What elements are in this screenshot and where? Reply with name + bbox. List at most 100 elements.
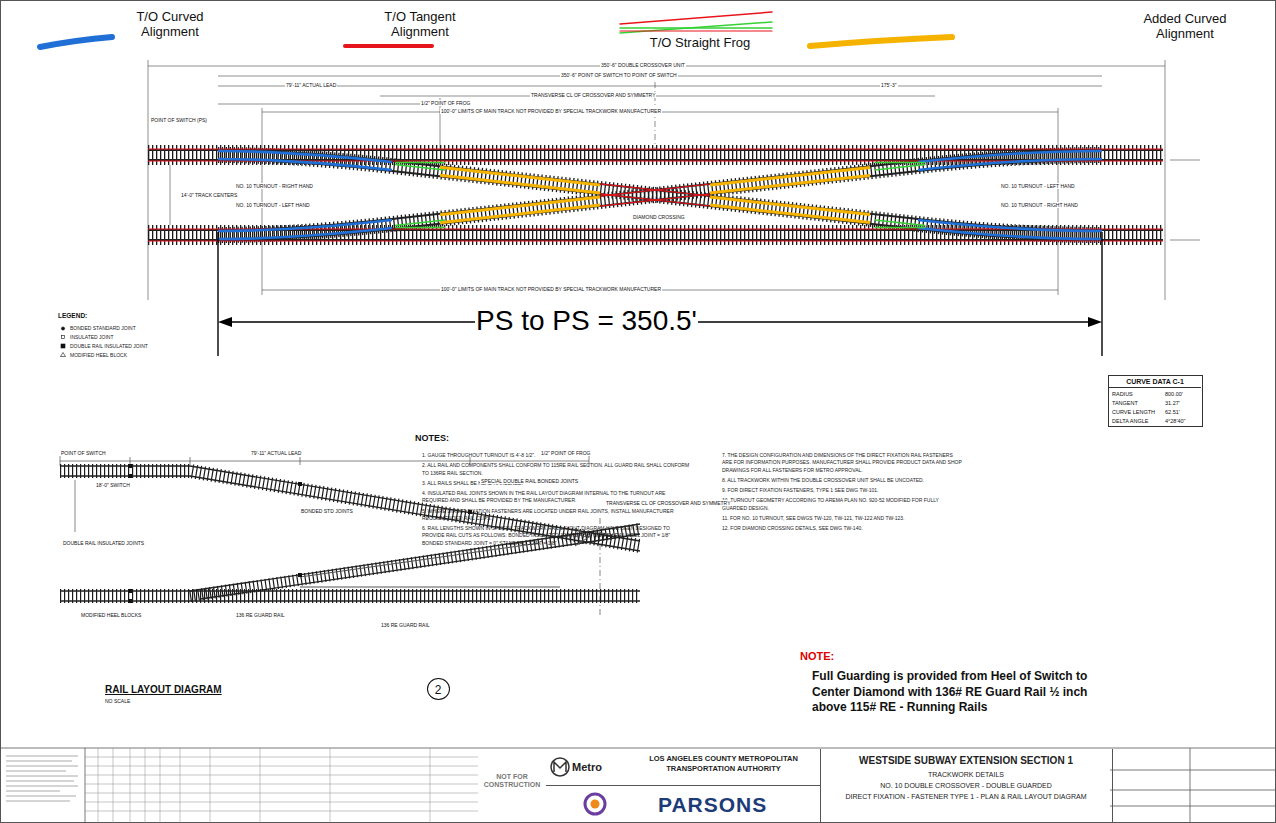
legend-heading: LEGEND: bbox=[58, 312, 87, 320]
note-text: Full Guarding is provided from Heel of S… bbox=[812, 669, 1112, 716]
rail-layout-diagram-part-part bbox=[60, 600, 640, 601]
curved-alignment-part bbox=[218, 159, 392, 170]
turnout-label: NO. 10 TURNOUT - LEFT HAND bbox=[1000, 183, 1076, 189]
title-block-part-part bbox=[180, 748, 181, 823]
legend-samples-part bbox=[40, 37, 112, 47]
title-block-part-part bbox=[6, 781, 74, 782]
legend-samples-part bbox=[620, 12, 772, 24]
table-cell: 800.00' bbox=[1165, 391, 1183, 398]
table-cell: DELTA ANGLE bbox=[1112, 418, 1148, 425]
legend-text: BONDED STANDARD JOINT bbox=[70, 325, 136, 331]
ties bbox=[148, 155, 1163, 235]
rails-part bbox=[218, 160, 1102, 240]
tangent-alignment-part bbox=[600, 194, 710, 206]
curve-data-table: CURVE DATA C-1RADIUS800.00'TANGENT31.27'… bbox=[1108, 375, 1203, 427]
title-block-part-part bbox=[85, 775, 478, 776]
added-curved-alignment-part bbox=[440, 167, 600, 185]
title-text: NO. 10 DOUBLE CROSSOVER - DOUBLE GUARDED bbox=[821, 782, 1111, 790]
title-block-part-part bbox=[85, 757, 478, 758]
dimension-text: 350'-6" DOUBLE CROSSOVER UNIT bbox=[600, 62, 686, 68]
dimension-text: PS to PS = 350.5' bbox=[475, 304, 698, 338]
added-curved-alignment-part bbox=[710, 205, 870, 223]
note-text: 12. FOR DIAMOND CROSSING DETAILS, SEE DW… bbox=[722, 525, 962, 532]
rail-layout-diagram-part-part bbox=[300, 543, 540, 577]
dimension-text: TRANSVERSE CL OF CROSSOVER AND SYMMETRY bbox=[530, 92, 656, 98]
note-text: 7. THE DESIGN CONFIGURATION AND DIMENSIO… bbox=[722, 452, 962, 474]
straight-frog-part bbox=[875, 227, 925, 228]
note-text: 10. TURNOUT GEOMETRY ACCORDING TO AREMA … bbox=[722, 497, 962, 512]
straight-frog bbox=[395, 163, 925, 228]
straight-frog-part bbox=[875, 220, 925, 226]
title-block-part-part bbox=[6, 796, 76, 797]
legend-symbols-part bbox=[61, 344, 65, 348]
legend-samples-part bbox=[345, 44, 432, 48]
curved-alignment-part bbox=[918, 220, 1102, 231]
straight-frog-part bbox=[395, 162, 445, 163]
dimension-text: 1/2" POINT OF FROG bbox=[420, 100, 471, 106]
callout-number: 2 bbox=[428, 683, 448, 697]
title-block-part-part bbox=[85, 802, 478, 803]
title-block-part bbox=[1110, 790, 1276, 791]
straight-frog-part bbox=[875, 165, 925, 171]
title-block-part-part bbox=[6, 756, 78, 757]
rail-layout-diagram-part-part bbox=[130, 457, 131, 465]
straight-frog-part bbox=[395, 165, 445, 171]
dimension-lines-part bbox=[380, 96, 935, 97]
rail-layout-diagram-part-part bbox=[298, 573, 302, 577]
rail-layout-diagram-part-part bbox=[298, 482, 302, 486]
rails-part bbox=[218, 150, 1102, 230]
title-block-part-part bbox=[85, 784, 478, 785]
curved-alignment-part bbox=[918, 228, 1102, 239]
added-curved-alignment-part bbox=[440, 175, 600, 193]
title-box: WESTSIDE SUBWAY EXTENSION SECTION 1 TRACK… bbox=[820, 749, 1113, 822]
title-block-part-part bbox=[260, 748, 261, 823]
rails-part bbox=[218, 150, 1102, 230]
track-plan bbox=[148, 149, 1163, 241]
rails-part bbox=[218, 160, 1102, 240]
rail-layout-diagram-part-part bbox=[75, 480, 76, 532]
legend-text: Added Curved Alignment bbox=[1130, 12, 1240, 41]
added-curved-alignment-part bbox=[710, 167, 870, 185]
tangent-alignment-part bbox=[600, 184, 710, 196]
legend-samples-part bbox=[620, 22, 772, 33]
curved-alignment-part bbox=[218, 228, 392, 239]
dimension-lines-part bbox=[1170, 160, 1200, 161]
title-block-part-part bbox=[330, 748, 331, 823]
title-block-part bbox=[85, 748, 86, 823]
rail-layout-diagram-part-part bbox=[60, 590, 640, 591]
ties-part bbox=[218, 155, 1102, 235]
agency-text: Metro bbox=[572, 761, 602, 774]
tangent-alignment-part bbox=[600, 194, 710, 206]
title-block-part bbox=[1110, 770, 1276, 771]
title-block-part-part bbox=[6, 766, 78, 767]
dimension-text: 79'-11" ACTUAL LEAD bbox=[250, 450, 302, 456]
dimension-text: 14'-0" TRACK CENTERS bbox=[180, 192, 238, 198]
table-cell: TANGENT bbox=[1112, 400, 1138, 407]
note-text: 5. WHERE DIRECT FIXATION FASTENERS ARE L… bbox=[422, 508, 692, 523]
tangent-alignment-part bbox=[148, 240, 1163, 241]
title-block-part bbox=[551, 758, 569, 776]
added-curved-alignment bbox=[440, 167, 870, 222]
agency-box: Metro LOS ANGELES COUNTY METROPOLITAN TRA… bbox=[546, 749, 820, 786]
title-block-part-part bbox=[6, 801, 70, 802]
title-text: DIRECT FIXATION - FASTENER TYPE 1 - PLAN… bbox=[821, 793, 1111, 801]
added-curved-alignment-part bbox=[710, 175, 870, 193]
curved-alignment bbox=[218, 151, 1102, 239]
table-cell: RADIUS bbox=[1112, 391, 1133, 398]
turnout-label: NO. 10 TURNOUT - RIGHT HAND bbox=[235, 183, 314, 189]
agency-text: LOS ANGELES COUNTY METROPOLITAN TRANSPOR… bbox=[636, 754, 811, 774]
stamp-box: NOT FOR CONSTRUCTION bbox=[478, 749, 546, 822]
callout-text: POINT OF SWITCH bbox=[60, 450, 107, 456]
table-cell: 62.51' bbox=[1165, 409, 1180, 416]
title-block-part-part bbox=[85, 766, 478, 767]
title-text: WESTSIDE SUBWAY EXTENSION SECTION 1 bbox=[821, 755, 1111, 767]
rail-layout-diagram-part-part bbox=[300, 587, 560, 588]
title-block-part-part bbox=[430, 748, 431, 823]
title-text: TRACKWORK DETAILS bbox=[821, 771, 1111, 779]
title-block-part-part bbox=[85, 811, 478, 812]
table-cell: CURVE DATA C-1 bbox=[1109, 378, 1201, 388]
title-block-part-part bbox=[210, 748, 211, 823]
consultant-logo-text: PARSONS bbox=[658, 792, 767, 817]
dimension-lines-part bbox=[1165, 60, 1166, 300]
